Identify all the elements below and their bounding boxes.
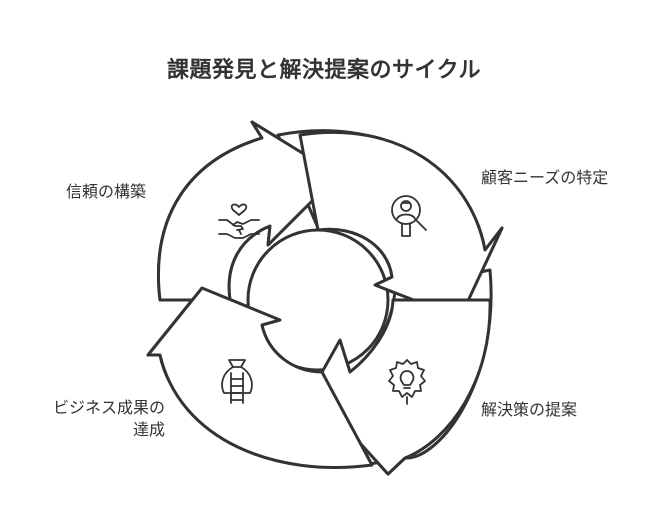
diagram-title: 課題発見と解決提案のサイクル [167,58,481,83]
step-label-trust: 信頼の構築 [66,182,147,201]
money-bag-ladder-icon [221,359,253,404]
heart-handshake-icon [218,203,260,239]
step-label-customer-needs: 顧客ニーズの特定 [481,168,609,187]
step-label-business-results-line1: ビジネス成果の [52,398,165,417]
step-label-solution-proposal: 解決策の提案 [481,400,578,419]
step-label-business-results-line2: 達成 [132,420,165,439]
lightbulb-gear-icon [388,359,426,405]
step-label-business-results: ビジネス成果の 達成 [15,397,165,441]
person-magnifier-icon [391,195,427,237]
